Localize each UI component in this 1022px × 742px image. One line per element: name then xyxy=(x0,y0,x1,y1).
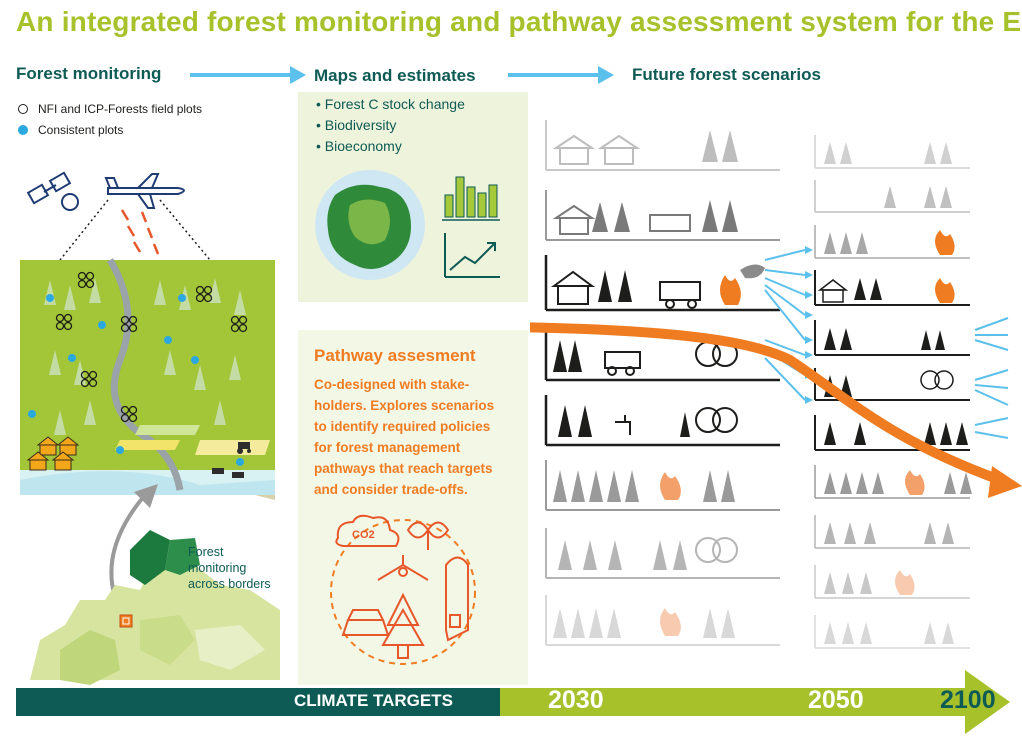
consistent-plot-marker-icon xyxy=(18,125,28,135)
page-title: An integrated forest monitoring and path… xyxy=(16,6,1022,37)
year-2030: 2030 xyxy=(548,686,604,714)
log-pile-icon xyxy=(341,609,390,636)
satellite-icon xyxy=(26,171,79,211)
branch-arrows-2030 xyxy=(764,249,806,401)
map-label: Forest monitoring across borders xyxy=(188,544,271,592)
pathway-line: to identify required policies xyxy=(314,419,491,434)
wind-turbine-icon xyxy=(377,555,429,581)
bar-chart-icon xyxy=(442,176,500,221)
pathway-heading: Pathway assesment xyxy=(314,346,476,365)
legend-field-plots: NFI and ICP-Forests field plots xyxy=(38,102,203,116)
estimate-item: Bioeconomy xyxy=(316,136,465,157)
scenarios-2050 xyxy=(814,135,972,649)
estimates-list: Forest C stock change Biodiversity Bioec… xyxy=(316,94,465,157)
pathway-line: Co-designed with stake- xyxy=(314,377,470,392)
climate-targets-label: CLIMATE TARGETS xyxy=(294,691,453,710)
monitoring-illustration xyxy=(20,171,275,500)
map-label-line-2: monitoring xyxy=(188,561,247,575)
arrow-to-maps xyxy=(190,66,306,84)
village-houses-icon xyxy=(26,436,80,471)
line-chart-icon xyxy=(444,233,500,278)
field-plot-marker-icon xyxy=(18,104,28,114)
tree-icon xyxy=(381,592,425,659)
landscape-block xyxy=(20,258,275,500)
co2-cloud-icon xyxy=(335,514,400,547)
map-label-line-3: across borders xyxy=(188,577,271,591)
pathway-line: holders. Explores scenarios xyxy=(314,398,495,413)
globe-and-charts xyxy=(315,170,500,280)
forest-monitoring-heading: Forest monitoring xyxy=(16,64,162,83)
pathway-cycle-illustration: CO2 xyxy=(330,514,476,665)
year-2100: 2100 xyxy=(940,686,996,714)
estimate-item: Biodiversity xyxy=(316,115,465,136)
globe-icon xyxy=(315,170,425,280)
map-label-line-1: Forest xyxy=(188,545,224,559)
pathway-line: pathways that reach targets xyxy=(314,461,493,476)
legend: NFI and ICP-Forests field plots Consiste… xyxy=(18,102,202,137)
legend-consistent-plots: Consistent plots xyxy=(38,123,124,137)
pathway-description: Co-designed with stake- holders. Explore… xyxy=(314,374,524,500)
chainsaw-icon xyxy=(445,556,469,642)
europe-map xyxy=(30,530,280,685)
scan-lines xyxy=(59,199,211,261)
maps-estimates-heading: Maps and estimates xyxy=(314,66,476,85)
fire-icon xyxy=(720,264,765,305)
future-scenarios-heading: Future forest scenarios xyxy=(632,65,821,84)
year-2050: 2050 xyxy=(808,686,864,714)
estimate-item: Forest C stock change xyxy=(316,94,465,115)
co2-label: CO2 xyxy=(352,529,375,541)
branch-arrows-2050 xyxy=(974,317,1009,439)
pathway-line: and consider trade-offs. xyxy=(314,482,468,497)
scenarios-2030 xyxy=(544,120,780,646)
laser-beams xyxy=(120,209,160,255)
arrow-to-scenarios xyxy=(508,66,614,84)
cows-icon xyxy=(212,468,244,478)
tractor-icon xyxy=(237,442,251,454)
timeline-bar xyxy=(16,670,1010,734)
pathway-arrow xyxy=(530,322,1002,485)
header-arrows xyxy=(190,66,614,84)
airplane-icon xyxy=(104,173,185,209)
pathway-line: for forest management xyxy=(314,440,461,455)
scenarios-diagram xyxy=(530,120,1022,649)
